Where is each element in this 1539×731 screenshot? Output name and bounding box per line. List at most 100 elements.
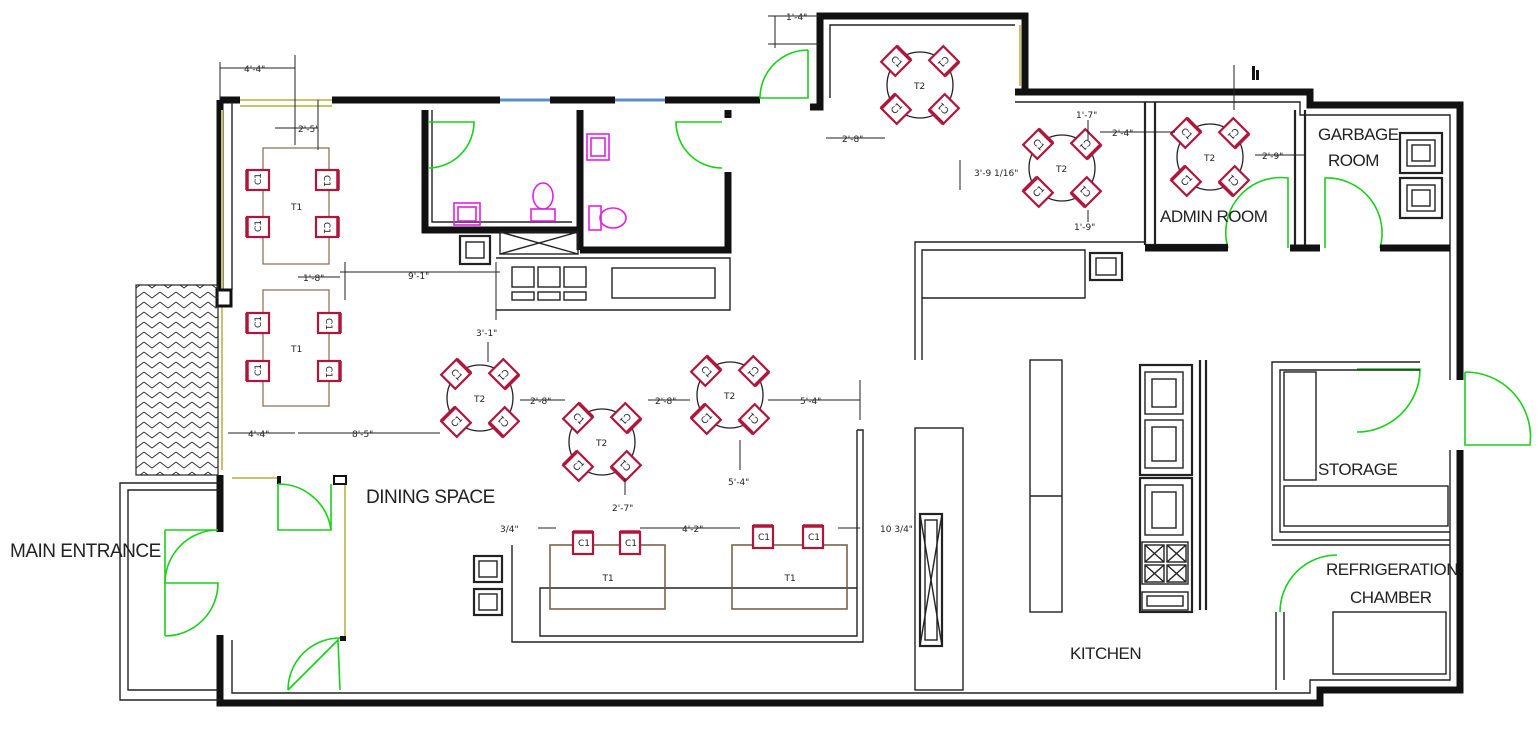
chair: C1 <box>245 215 271 239</box>
dim-2-8-a: 2'-8" <box>530 397 551 407</box>
chair: C1 <box>879 92 913 126</box>
chair: C1 <box>1069 175 1103 209</box>
chair: C1 <box>801 524 825 550</box>
chair: C1 <box>571 530 595 556</box>
label-refrigeration: REFRIGERATION <box>1326 560 1458 579</box>
chair: C1 <box>245 168 271 192</box>
chair: C1 <box>561 401 595 435</box>
chair: C1 <box>316 359 342 383</box>
room-labels: MAIN ENTRANCE DINING SPACE KITCHEN STORA… <box>10 125 1459 663</box>
dim-2-8-b: 2'-8" <box>655 397 676 407</box>
round-table-6: T2 <box>696 361 764 429</box>
svg-text:C1: C1 <box>321 222 331 234</box>
dim-1-9: 1'-9" <box>1074 223 1095 233</box>
svg-text:C1: C1 <box>323 366 333 378</box>
label-kitchen: KITCHEN <box>1070 644 1141 663</box>
chair: C1 <box>609 401 643 435</box>
svg-text:T1: T1 <box>602 574 614 584</box>
chair: C1 <box>879 44 913 78</box>
dim-8-5: 8'-5" <box>352 430 373 440</box>
chair: C1 <box>1069 127 1103 161</box>
round-table-1: T2 <box>886 51 954 119</box>
svg-text:C1: C1 <box>254 173 264 185</box>
dim-1-8: 1'-8" <box>303 274 324 284</box>
dim-2-4: 2'-4" <box>1112 129 1133 139</box>
dim-1-4: 1'-4" <box>786 13 807 23</box>
chair: C1 <box>314 168 340 192</box>
chair: C1 <box>1169 116 1203 150</box>
dim-2-8-c: 2'-8" <box>842 135 863 145</box>
svg-text:T1: T1 <box>784 574 796 584</box>
chair: C1 <box>737 402 771 436</box>
dim-3-1: 3'-1" <box>476 329 497 339</box>
round-table-5: T2 <box>568 408 636 476</box>
svg-text:T2: T2 <box>473 395 485 405</box>
chair: C1 <box>1217 164 1251 198</box>
svg-text:C1: C1 <box>254 220 264 232</box>
chair: C1 <box>487 405 521 439</box>
svg-text:T2: T2 <box>1203 154 1215 164</box>
doors <box>164 49 1532 691</box>
chair: C1 <box>561 449 595 483</box>
label-storage: STORAGE <box>1318 460 1397 479</box>
dim-4-2: 4'-2" <box>682 525 703 535</box>
label-main-entrance: MAIN ENTRANCE <box>10 541 161 562</box>
svg-text:T2: T2 <box>595 439 607 449</box>
svg-text:C1: C1 <box>578 539 590 549</box>
svg-text:C1: C1 <box>625 539 637 549</box>
label-chamber: CHAMBER <box>1350 588 1432 607</box>
chair: C1 <box>245 311 271 335</box>
dim-3-4: 3/4" <box>500 525 519 535</box>
dim-10-3-4: 10 3/4" <box>880 525 913 535</box>
svg-text:C1: C1 <box>323 318 333 330</box>
entrance-steps <box>135 284 219 476</box>
chair: C1 <box>1021 175 1055 209</box>
svg-text:T1: T1 <box>290 203 302 213</box>
chair: C1 <box>751 524 775 550</box>
chair: C1 <box>316 311 342 335</box>
label-garbage: GARBAGE <box>1318 125 1399 144</box>
chair: C1 <box>689 402 723 436</box>
dim-2-7: 2'-7" <box>612 504 633 514</box>
round-table-3: T2 <box>1176 123 1244 191</box>
outer-walls <box>216 12 1464 707</box>
dimension-lines <box>219 15 1305 529</box>
svg-text:T2: T2 <box>1055 165 1067 175</box>
svg-text:C1: C1 <box>254 316 264 328</box>
label-garbage-room: ROOM <box>1328 151 1379 170</box>
svg-text:C1: C1 <box>758 533 770 543</box>
svg-text:T2: T2 <box>913 82 925 92</box>
dim-4-4-top: 4'-4" <box>244 65 265 75</box>
round-table-4: T2 <box>446 364 514 432</box>
dim-1-7: 1'-7" <box>1076 111 1097 121</box>
windows <box>221 25 1021 640</box>
chair: C1 <box>487 357 521 391</box>
svg-text:T2: T2 <box>723 392 735 402</box>
dim-5-4-b: 5'-4" <box>728 478 749 488</box>
label-dining-space: DINING SPACE <box>366 487 495 508</box>
chair: C1 <box>927 44 961 78</box>
dimension-labels: 4'-4" 2'-5" 1'-8" 9'-1" 3'-1" 4'-4" 8'-5… <box>244 13 1283 535</box>
toilet-block <box>421 110 732 255</box>
svg-text:C1: C1 <box>254 364 264 376</box>
storage-refrigeration <box>1271 361 1450 690</box>
chair: C1 <box>689 354 723 388</box>
chair: C1 <box>1021 127 1055 161</box>
chair: C1 <box>927 92 961 126</box>
round-table-2: T2 <box>1028 134 1096 202</box>
rect-table-4: T1 <box>731 544 848 610</box>
service-counter <box>458 234 731 311</box>
dim-4-4-left: 4'-4" <box>248 430 269 440</box>
svg-text:C1: C1 <box>321 175 331 187</box>
chair: C1 <box>245 359 271 383</box>
svg-text:T1: T1 <box>290 345 302 355</box>
rect-table-1: T1 <box>262 147 330 265</box>
dim-3-9: 3'-9 1/16" <box>974 169 1018 179</box>
admin-garbage-rooms <box>1143 102 1450 252</box>
dim-5-4-a: 5'-4" <box>800 397 821 407</box>
chair: C1 <box>737 354 771 388</box>
chair: C1 <box>609 449 643 483</box>
chair: C1 <box>439 357 473 391</box>
